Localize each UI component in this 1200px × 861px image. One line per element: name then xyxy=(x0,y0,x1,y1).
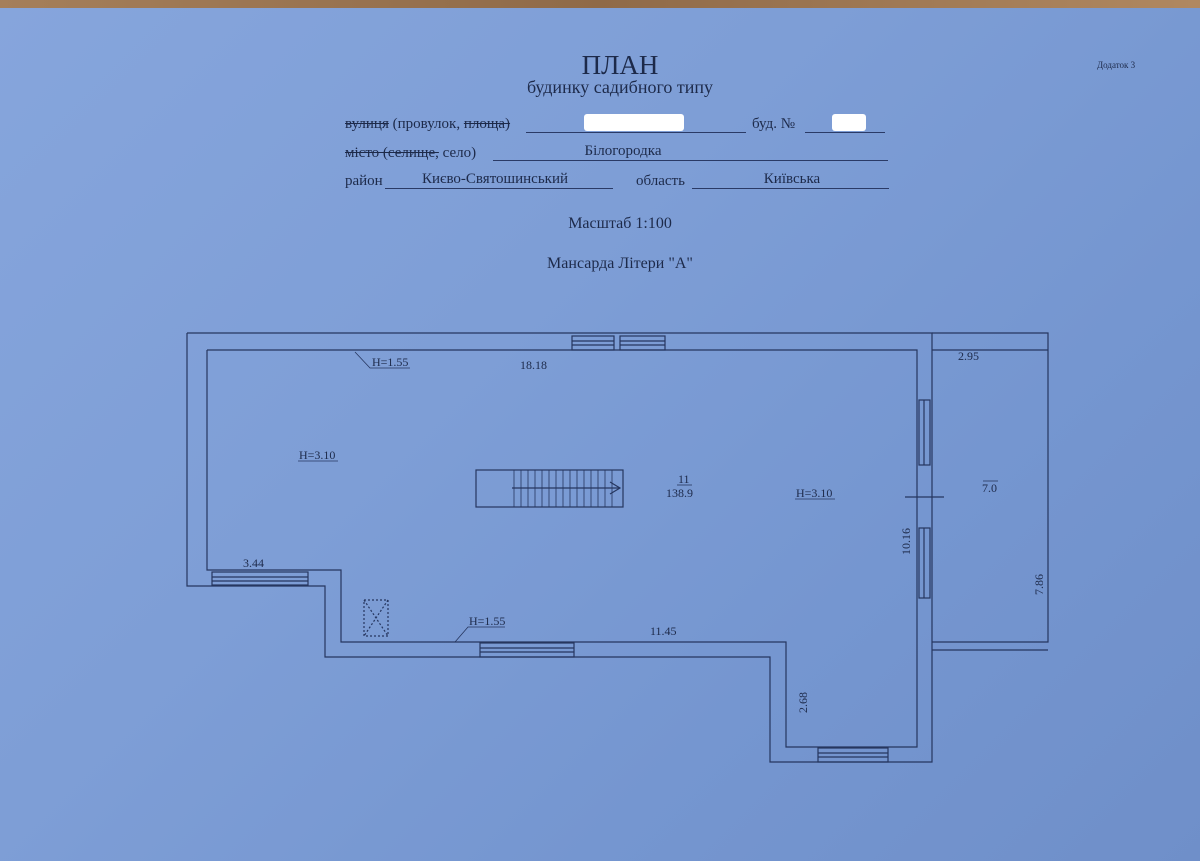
region-label: область xyxy=(636,173,685,189)
document-subtitle: будинку садибного типу xyxy=(526,77,714,97)
document-title: ПЛАН xyxy=(581,50,659,80)
district-value: Києво-Святошинський xyxy=(421,171,569,187)
dimension-label: 2.95 xyxy=(958,349,979,363)
room-number: 11 xyxy=(678,472,690,486)
room-area: 138.9 xyxy=(666,486,693,500)
dimension-label: 11.45 xyxy=(650,624,677,638)
vent-shaft xyxy=(363,599,389,637)
city-label-rest: село) xyxy=(438,145,477,161)
balcony-door-upper xyxy=(918,399,931,466)
wooden-table-edge xyxy=(0,0,1200,8)
region-field-line xyxy=(692,188,889,189)
redacted-house-number xyxy=(832,114,866,131)
window-bottom-right xyxy=(817,747,889,763)
balcony-area: 7.0 xyxy=(982,481,997,495)
dimension-label: 2.68 xyxy=(796,692,810,713)
city-label-struck: місто (селище, xyxy=(345,145,439,161)
leader-line xyxy=(454,626,505,643)
window-top-1 xyxy=(571,335,615,351)
region-value: Київська xyxy=(763,171,821,187)
redacted-street xyxy=(584,114,684,131)
house-field-line xyxy=(805,132,885,133)
balcony-outline xyxy=(932,332,1049,643)
street-field-line xyxy=(526,132,746,133)
floor-label: Мансарда Літери "А" xyxy=(547,255,693,272)
appendix-label: Додаток 3 xyxy=(1097,60,1136,70)
district-field-line xyxy=(385,188,613,189)
window-left-bottom xyxy=(211,571,309,586)
leader-line xyxy=(354,351,410,369)
dimension-label: 7.86 xyxy=(1032,574,1046,595)
height-label: H=1.55 xyxy=(372,355,408,369)
window-top-2 xyxy=(619,335,666,351)
street-label-struck: вулиця xyxy=(345,116,389,132)
scale-label: Масштаб 1:100 xyxy=(568,215,672,232)
inner-wall xyxy=(206,349,918,748)
city-field-line xyxy=(493,160,888,161)
street-label-struck2: площа) xyxy=(463,116,511,132)
balcony-door-lower xyxy=(918,527,931,599)
dimension-label: 3.44 xyxy=(243,556,264,570)
height-label: H=3.10 xyxy=(299,448,335,462)
window-bottom xyxy=(479,642,575,658)
dimension-label: 18.18 xyxy=(520,358,547,372)
outer-wall xyxy=(186,332,933,763)
house-label: буд. № xyxy=(752,116,796,132)
dimension-label: 10.16 xyxy=(899,528,913,555)
district-label: район xyxy=(345,173,383,189)
city-label: місто (селище, село) xyxy=(345,145,476,162)
height-label: H=1.55 xyxy=(469,614,505,628)
staircase xyxy=(475,469,624,508)
city-value: Білогородка xyxy=(584,143,662,159)
street-label-mid: (провулок, xyxy=(388,116,464,132)
height-label: H=3.10 xyxy=(796,486,832,500)
street-label: вулиця (провулок, площа) xyxy=(345,116,510,133)
